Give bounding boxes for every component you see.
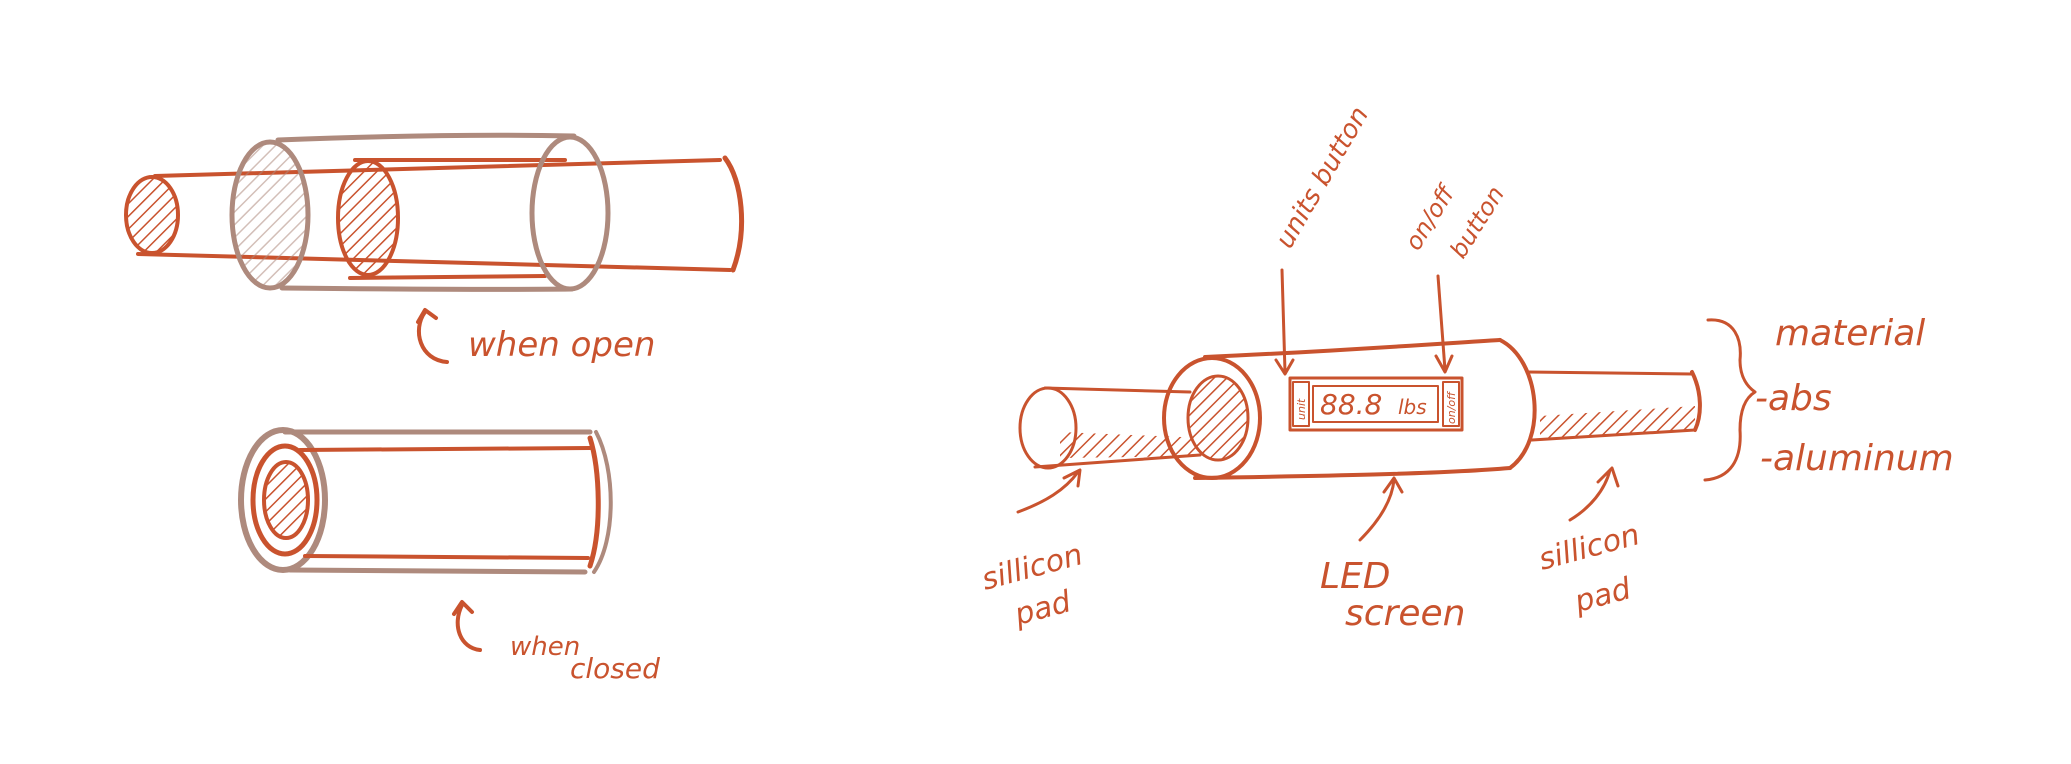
units-button-arrow: [1274, 268, 1295, 376]
unit-button-text: unit: [1295, 398, 1308, 420]
led-unit: lbs: [1398, 395, 1427, 419]
material-callout: material -abs -aluminum: [1703, 313, 1954, 482]
closed-label-arrow: [452, 600, 482, 652]
led-label-line1: LED: [1320, 556, 1391, 597]
material-item-abs: -abs: [1755, 378, 1832, 419]
outer-sleeve-left-end: [229, 139, 311, 291]
units-button-label: units button: [1270, 102, 1375, 254]
closed-inner-top: [298, 446, 592, 452]
device-sketch: unit on/off 88.8 lbs: [1018, 338, 1702, 480]
material-item-aluminum: -aluminum: [1760, 438, 1954, 479]
inner-rod-far-end: [722, 155, 745, 273]
onoff-button-arrow: [1434, 274, 1454, 374]
open-label-arrow: [416, 308, 449, 364]
left-pad-label-line2: pad: [1010, 584, 1075, 633]
inner-rod-end: [124, 175, 180, 255]
right-pad-label-line1: sillicon: [1535, 517, 1643, 577]
closed-label-line2: closed: [570, 652, 660, 685]
led-screen-arrow: [1358, 476, 1404, 542]
inner-sleeve-end: [336, 159, 400, 277]
open-label: when open: [468, 325, 655, 365]
right-pad-end: [1690, 370, 1702, 432]
led-screen-callout: LED screen: [1320, 476, 1465, 634]
left-pad-label-line1: sillicon: [978, 537, 1086, 597]
left-pad-top: [1043, 386, 1192, 394]
right-pad-top: [1526, 370, 1694, 376]
inner-rod-bottom: [136, 252, 732, 272]
left-pad-hatch: [1060, 432, 1205, 458]
closed-body-bottom: [287, 567, 588, 575]
unit-button[interactable]: [1292, 381, 1310, 427]
closed-inner-bottom: [303, 554, 590, 560]
outer-sleeve-top: [275, 132, 577, 143]
closed-inner-ring: [250, 443, 320, 557]
right-pad-arrow: [1568, 466, 1620, 522]
material-brace: [1703, 318, 1757, 482]
onoff-button[interactable]: [1442, 381, 1460, 427]
closed-far-end-outer: [592, 430, 613, 574]
closed-sleeve-end: [238, 427, 328, 573]
closed-rod-end: [262, 460, 310, 540]
right-pad-hatch: [1540, 406, 1695, 440]
right-pad-callout: sillicon pad: [1535, 466, 1643, 620]
screen-housing: [1288, 376, 1464, 432]
units-button-callout: units button: [1270, 102, 1375, 376]
led-display: [1312, 385, 1439, 423]
closed-far-end: [587, 435, 601, 569]
closed-assembly-sketch: when closed: [238, 427, 660, 685]
closed-label-line1: when: [510, 632, 580, 662]
material-title: material: [1775, 313, 1925, 354]
body-left-inner: [1186, 374, 1250, 462]
right-pad-label-line2: pad: [1570, 571, 1635, 620]
left-pad-arrow: [1016, 468, 1082, 514]
led-readout: 88.8: [1320, 388, 1382, 421]
onoff-button-text: on/off: [1445, 391, 1458, 424]
led-label-line2: screen: [1345, 593, 1465, 634]
outer-sleeve-bottom: [279, 285, 575, 292]
body-right-end: [1498, 338, 1537, 470]
body-top: [1203, 338, 1502, 359]
open-assembly-sketch: when open: [124, 132, 745, 365]
inner-sleeve-bottom: [348, 274, 547, 280]
left-pad-callout: sillicon pad: [978, 468, 1086, 633]
body-bottom: [1193, 466, 1512, 480]
left-pad-bottom: [1033, 453, 1202, 469]
